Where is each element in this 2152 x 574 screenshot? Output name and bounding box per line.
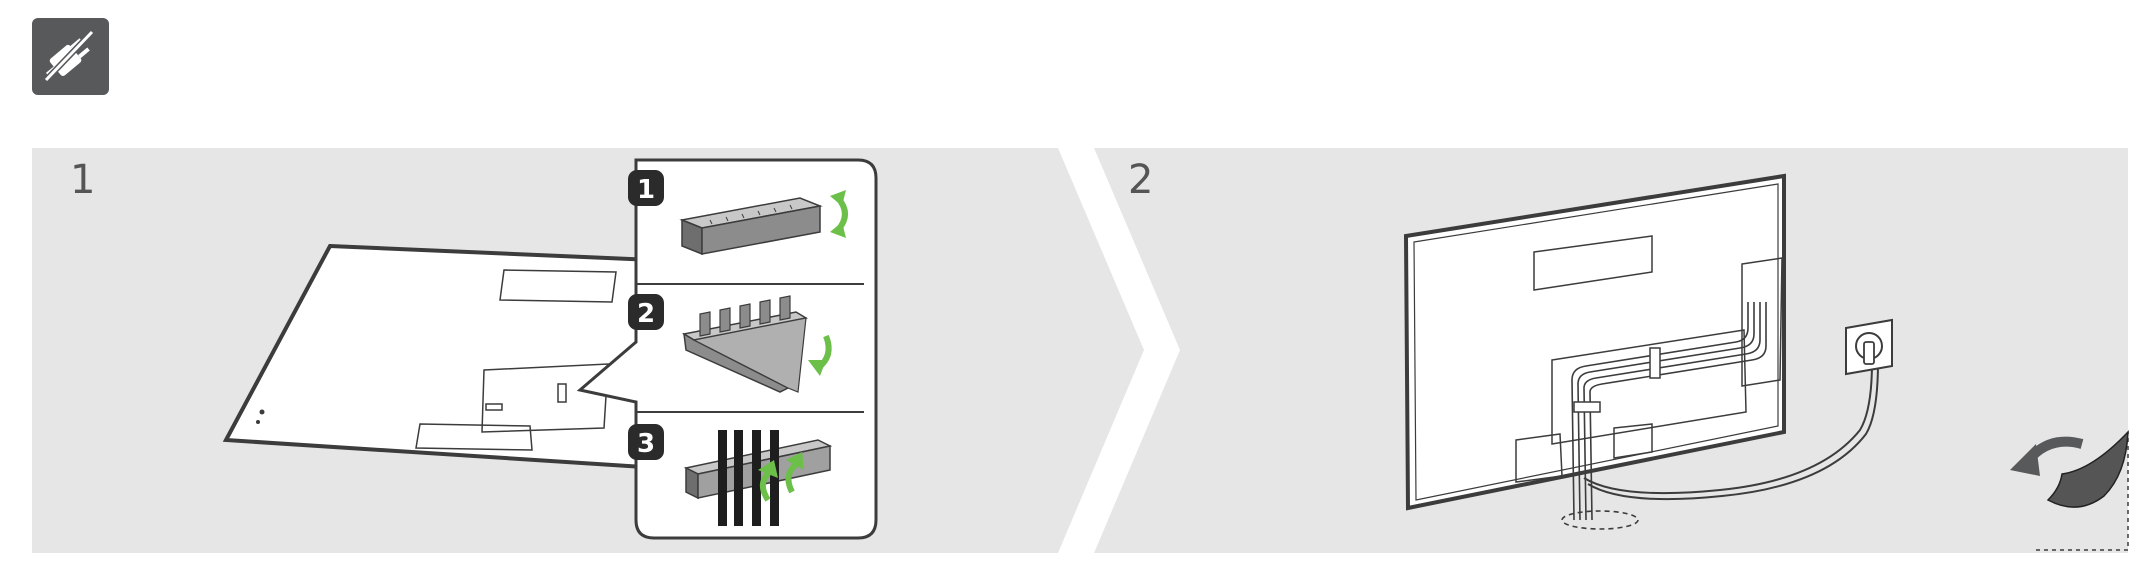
cable-holder-closed	[679, 197, 823, 256]
substep-badge-2: 2	[628, 294, 664, 330]
rotate-arrow-icon	[830, 190, 848, 238]
plug-icon	[32, 18, 109, 95]
svg-text:1: 1	[637, 175, 655, 205]
substep-badge-3: 3	[628, 424, 664, 460]
cable-holder-open	[681, 295, 809, 393]
step-2-number: 2	[1128, 157, 1154, 203]
cable-clip	[1573, 347, 1661, 413]
open-arrow-icon	[808, 334, 832, 376]
cable-bundle	[1561, 302, 1767, 530]
svg-text:2: 2	[637, 299, 655, 329]
svg-text:3: 3	[637, 429, 655, 459]
power-cable	[1583, 361, 1879, 501]
page-turn-icon	[2010, 430, 2129, 551]
substep-badge-1: 1	[628, 170, 664, 206]
insert-arrow-icon	[758, 452, 804, 502]
step-1-number: 1	[70, 157, 96, 203]
tv-rear-illustration	[1403, 173, 1786, 511]
wall-outlet-icon	[1845, 318, 1893, 376]
